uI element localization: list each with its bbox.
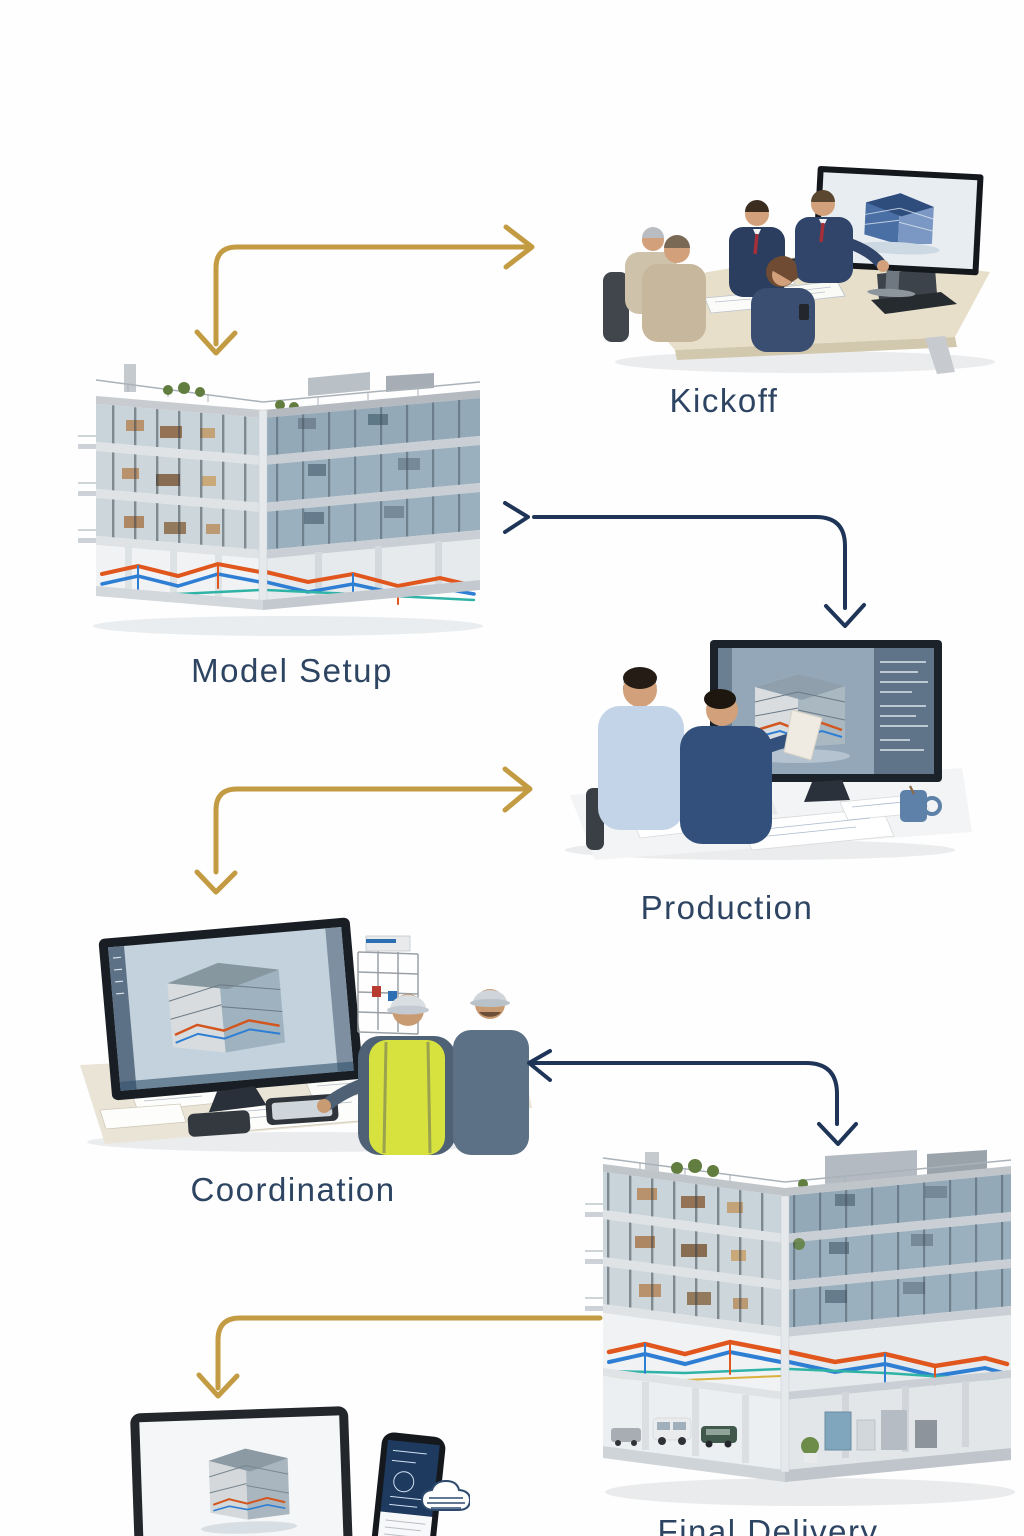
label-kickoff: Kickoff: [669, 382, 779, 419]
arrow-production-and-coordination: [194, 766, 533, 895]
coffee-mug: [900, 785, 942, 822]
arrow-coordination-and-final-delivery: [527, 1049, 858, 1146]
coordination-monitor: [98, 917, 363, 1113]
arrow-model-setup-to-production: [503, 501, 866, 628]
kickoff-scene: [525, 122, 1010, 377]
arrow-final-delivery-to-devices: [196, 1315, 603, 1399]
balconies: [78, 435, 96, 543]
model-setup-building: [68, 348, 498, 638]
parked-cars: [611, 1417, 737, 1448]
utility-boxes: [801, 1410, 937, 1463]
arrow-kickoff-and-model-setup: [194, 224, 535, 356]
coordination-scene: [70, 890, 535, 1155]
worker-hivis: [317, 994, 456, 1155]
label-coordination: Coordination: [190, 1171, 396, 1208]
engineer-right: [680, 689, 823, 844]
final-delivery-building: [585, 1140, 1024, 1536]
laptop: [130, 1406, 353, 1536]
label-final-delivery: Final Delivery: [657, 1513, 879, 1536]
label-production: Production: [640, 889, 814, 926]
engineer-left: [586, 667, 684, 850]
production-scene: [540, 610, 975, 862]
tablet-in-hand: [783, 709, 823, 761]
cloud-sync-icon: [420, 1479, 470, 1511]
worker-right: [453, 989, 529, 1155]
presentation-monitor: [812, 166, 984, 298]
meeting-people: [603, 190, 889, 352]
label-model-setup: Model Setup: [191, 652, 393, 689]
delivery-devices-scene: [105, 1398, 470, 1536]
